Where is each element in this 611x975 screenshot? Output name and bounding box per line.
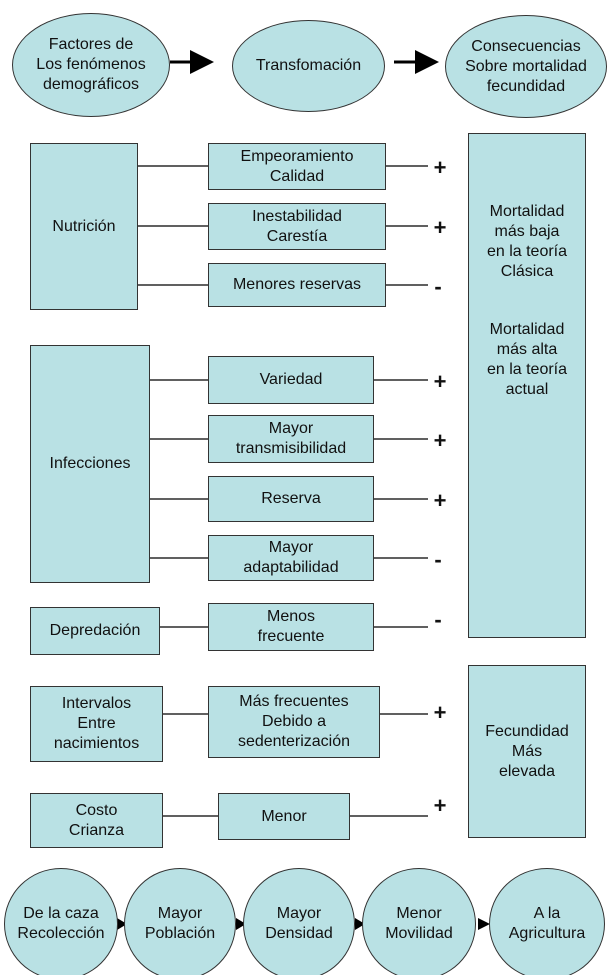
sign: + xyxy=(433,155,447,180)
factor-costo: Costo Crianza xyxy=(30,793,163,848)
transform-box: Más frecuentes Debido a sedenterización xyxy=(208,686,380,758)
sign: + xyxy=(433,369,447,394)
sign: + xyxy=(433,215,447,240)
sign: + xyxy=(433,700,447,725)
factor-depredacion: Depredación xyxy=(30,607,160,655)
sign: - xyxy=(434,547,442,572)
sign: - xyxy=(434,607,442,632)
sequence-circle: Mayor Densidad xyxy=(243,868,355,975)
fecundidad-box: Fecundidad Más elevada xyxy=(468,665,586,838)
factor-infecciones: Infecciones xyxy=(30,345,150,583)
transform-box: Inestabilidad Carestía xyxy=(208,203,386,250)
transform-box: Empeoramiento Calidad xyxy=(208,143,386,190)
sequence-circle: Menor Movilidad xyxy=(362,868,476,975)
sign: + xyxy=(433,428,447,453)
sequence-circle: Mayor Población xyxy=(124,868,236,975)
sequence-circle: A la Agricultura xyxy=(489,868,605,975)
transform-box: Variedad xyxy=(208,356,374,404)
factor-intervalos: Intervalos Entre nacimientos xyxy=(30,686,163,762)
sign: + xyxy=(433,488,447,513)
transform-box: Menores reservas xyxy=(208,263,386,307)
sign: + xyxy=(433,793,447,818)
transform-box: Mayor transmisibilidad xyxy=(208,415,374,463)
sign: - xyxy=(434,274,442,299)
transformacion-ellipse: Transfomación xyxy=(232,20,385,112)
mortalidad-baja-text: Mortalidad más baja en la teoría Clásica xyxy=(486,203,568,280)
factor-nutricion: Nutrición xyxy=(30,143,138,310)
transform-box: Menor xyxy=(218,793,350,840)
mortalidad-alta-text: Mortalidad más alta en la teoría actual xyxy=(486,321,568,398)
factores-ellipse: Factores de Los fenómenos demográficos xyxy=(12,13,170,117)
transform-box: Reserva xyxy=(208,476,374,522)
transform-box: Menos frecuente xyxy=(208,603,374,651)
transform-box: Mayor adaptabilidad xyxy=(208,535,374,581)
consecuencias-ellipse: Consecuencias Sobre mortalidad fecundida… xyxy=(445,15,607,118)
mortalidad-box: Mortalidad más baja en la teoría Clásica… xyxy=(468,133,586,638)
sequence-circle: De la caza Recolección xyxy=(4,868,118,975)
